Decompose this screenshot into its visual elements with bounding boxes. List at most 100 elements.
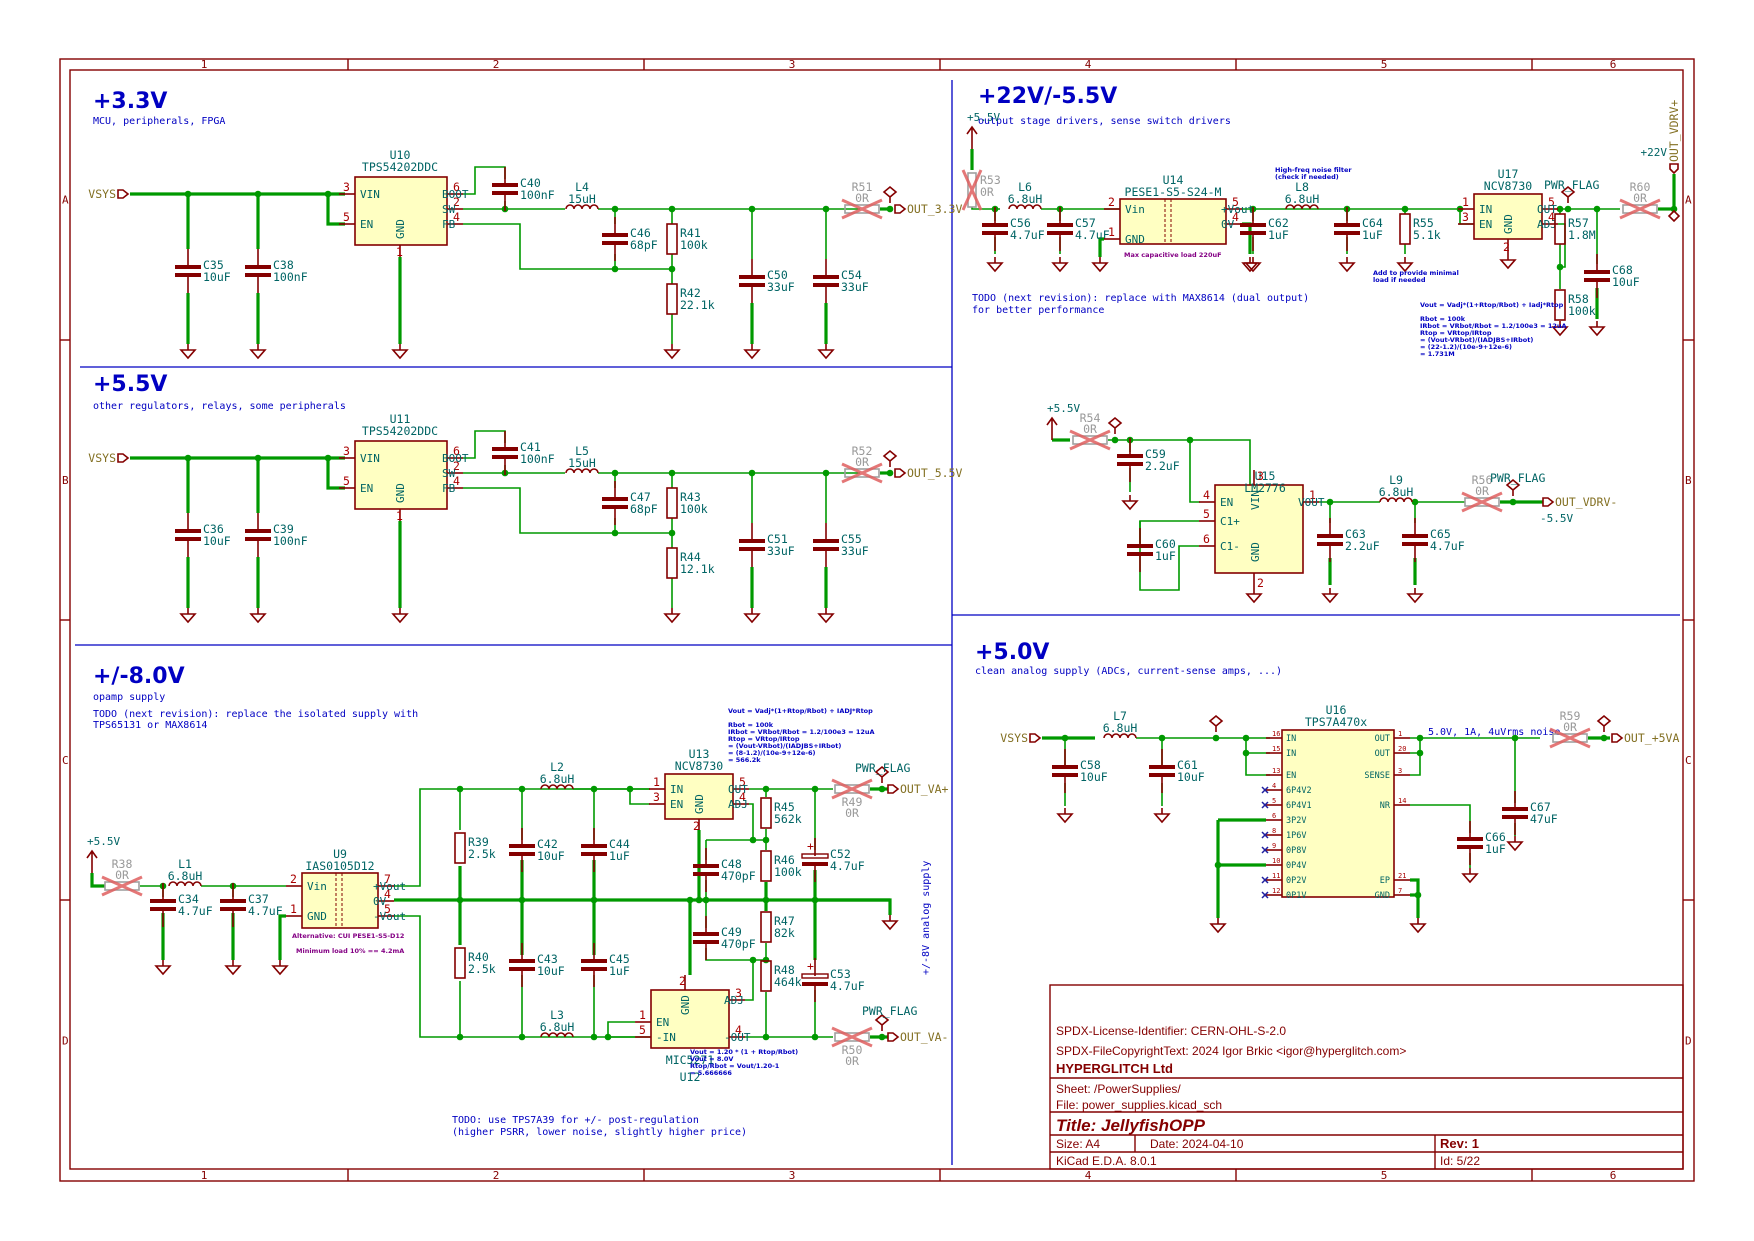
ground-symbol <box>249 344 267 360</box>
resistor-body <box>834 1032 870 1042</box>
value-r50: 0R <box>845 1054 859 1068</box>
ic-u10 <box>354 176 448 246</box>
capacitor-c43 <box>509 943 535 987</box>
value-c65: 4.7uF <box>1430 539 1465 553</box>
pin-name: ADJ <box>728 798 748 811</box>
value-l8: 6.8uH <box>1285 192 1320 206</box>
ref-c53: C53 <box>830 967 851 981</box>
pin-number: 2 <box>679 974 686 988</box>
pwr-flag-label: PWR_FLAG <box>862 1004 917 1018</box>
pin-name: 0P8V <box>1286 846 1306 856</box>
pin-number: 21 <box>1398 872 1406 880</box>
value-c37: 4.7uF <box>248 904 283 918</box>
row-marker: A <box>62 194 69 207</box>
value-r56: 0R <box>1475 484 1489 498</box>
pin-name: GND <box>394 483 407 503</box>
value-c51: 33uF <box>767 544 795 558</box>
net-label-out-5v5-text: OUT_5.5V <box>907 466 962 480</box>
section-subtitle-3v3: MCU, peripherals, FPGA <box>93 116 225 127</box>
pin-name: -IN <box>656 1031 676 1044</box>
pin-name: +Vout <box>373 880 406 893</box>
pin-name: -OUT <box>724 1031 751 1044</box>
value-c48: 470pF <box>721 869 756 883</box>
pin-name: IN <box>670 783 683 796</box>
ground-symbol <box>1406 588 1424 604</box>
pin-number: 1 <box>1398 730 1402 738</box>
pin-name: FB <box>442 218 456 231</box>
pin-name: SENSE <box>1364 771 1390 781</box>
value-c60: 1uF <box>1155 549 1176 563</box>
net-flag-icon <box>887 1032 900 1042</box>
paper-size: Size: A4 <box>1056 1137 1100 1151</box>
net-label-out-vdrv-minus: OUT_VDRV- <box>1542 495 1617 509</box>
pin-name: VOUT <box>1298 496 1325 509</box>
pin-name: Vin <box>1125 203 1145 216</box>
ref-c57: C57 <box>1075 216 1096 230</box>
pin-number: 20 <box>1398 745 1406 753</box>
net-flag-icon <box>887 784 900 794</box>
ref-c49: C49 <box>721 925 742 939</box>
column-marker: 5 <box>1381 58 1388 71</box>
ref-r52: R52 <box>852 444 873 458</box>
value-r39: 2.5k <box>468 847 496 861</box>
value-c38: 100nF <box>273 270 308 284</box>
ref-r58: R58 <box>1568 292 1589 306</box>
resistor-r45 <box>760 797 772 829</box>
note-min-load: load if needed <box>1373 276 1426 284</box>
wire <box>394 788 650 887</box>
ref-r59: R59 <box>1560 709 1581 723</box>
pin-number: 7 <box>1398 887 1402 895</box>
wire <box>745 960 754 1001</box>
pin-number: 3 <box>343 180 350 194</box>
value-c42: 10uF <box>537 849 565 863</box>
wire <box>1245 738 1270 776</box>
pin-number: 4 <box>1203 488 1210 502</box>
formula-line: = (22-1.2)/(10e-9+12e-6) <box>1420 343 1512 351</box>
ground-symbol <box>1056 808 1074 824</box>
value-c41: 100nF <box>520 452 555 466</box>
capacitor-c41 <box>492 431 518 475</box>
power-net-label: +5.5V <box>87 835 120 848</box>
pin-name: +Vout <box>1221 203 1254 216</box>
pin-number: 1 <box>290 902 297 916</box>
pin-number: 14 <box>1398 797 1406 805</box>
inductor-l9: L96.8uH <box>1379 473 1413 503</box>
value-c58: 10uF <box>1080 770 1108 784</box>
junction-dot <box>886 469 894 477</box>
pin-name: -Vout <box>373 910 406 923</box>
value-l3: 6.8uH <box>540 1020 575 1034</box>
wire <box>463 223 672 270</box>
value-c55: 33uF <box>841 544 869 558</box>
pin-number: 5 <box>384 902 391 916</box>
net-label-vsys-text: VSYS <box>88 451 116 465</box>
ref-c56: C56 <box>1010 216 1031 230</box>
ref-r44: R44 <box>680 550 701 564</box>
pwr-flag-icon <box>1560 185 1576 203</box>
column-marker: 2 <box>493 58 500 71</box>
ref-c54: C54 <box>841 268 862 282</box>
dnp-x-mark <box>831 1026 873 1048</box>
ground-symbol <box>1551 321 1569 337</box>
wire <box>607 1021 635 1037</box>
value-r45: 562k <box>774 812 802 826</box>
pin-number: 1 <box>639 1008 646 1022</box>
pwr-flag-icon <box>1667 209 1681 223</box>
value-c49: 470pF <box>721 937 756 951</box>
ref-c58: C58 <box>1080 758 1101 772</box>
pin-number: 6 <box>453 180 460 194</box>
license-text: SPDX-License-Identifier: CERN-OHL-S-2.0 <box>1056 1024 1286 1038</box>
value-c66: 1uF <box>1485 842 1506 856</box>
pin-number: 3 <box>1257 469 1264 483</box>
todo-note: (higher PSRR, lower noise, slightly high… <box>452 1127 747 1138</box>
pin-number: 11 <box>1272 872 1280 880</box>
ref-c40: C40 <box>520 176 541 190</box>
power-net-label: +5.5V <box>1047 402 1080 415</box>
value-r40: 2.5k <box>468 962 496 976</box>
value-u11: TPS54202DDC <box>362 424 438 438</box>
net-label-vsys: VSYS <box>88 451 130 465</box>
pin-number: 1 <box>1462 195 1469 209</box>
ref-r39: R39 <box>468 835 489 849</box>
resistor-body <box>1464 497 1500 507</box>
ref-c46: C46 <box>630 226 651 240</box>
ref-r60: R60 <box>1630 180 1651 194</box>
